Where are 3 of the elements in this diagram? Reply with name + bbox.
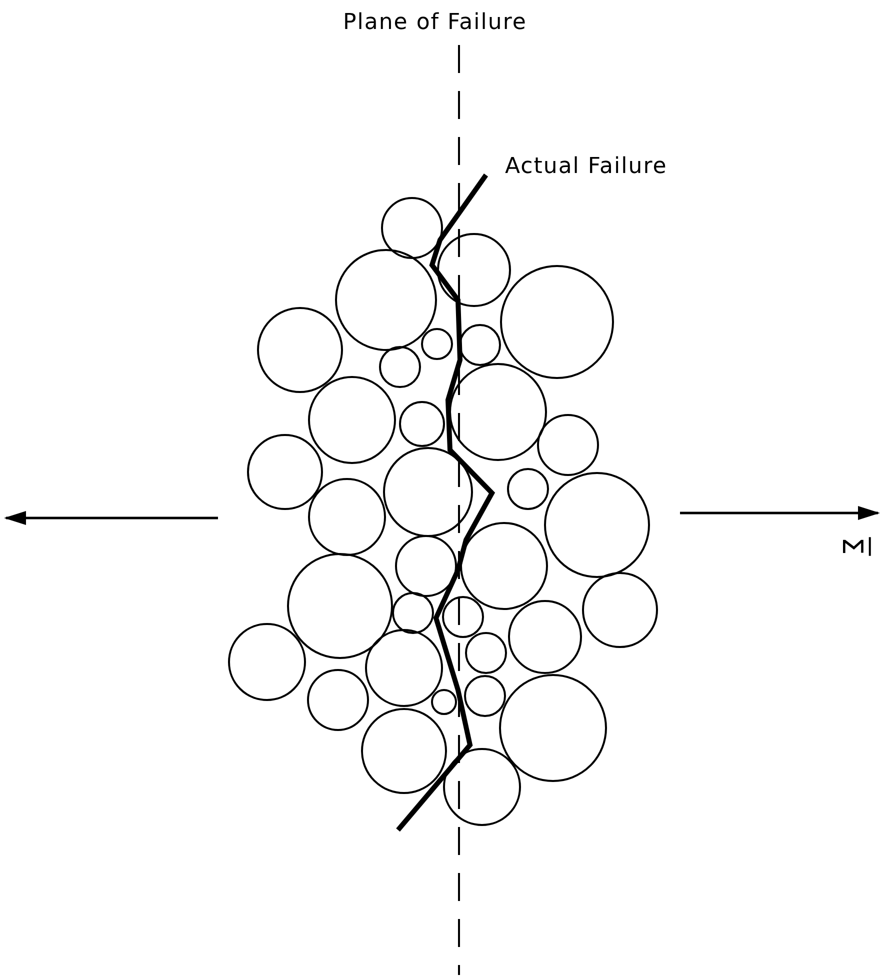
- failure-label: Actual Failure: [505, 154, 668, 179]
- plane-label: Plane of Failure: [343, 10, 527, 35]
- symbol-label: Σ: [836, 537, 869, 556]
